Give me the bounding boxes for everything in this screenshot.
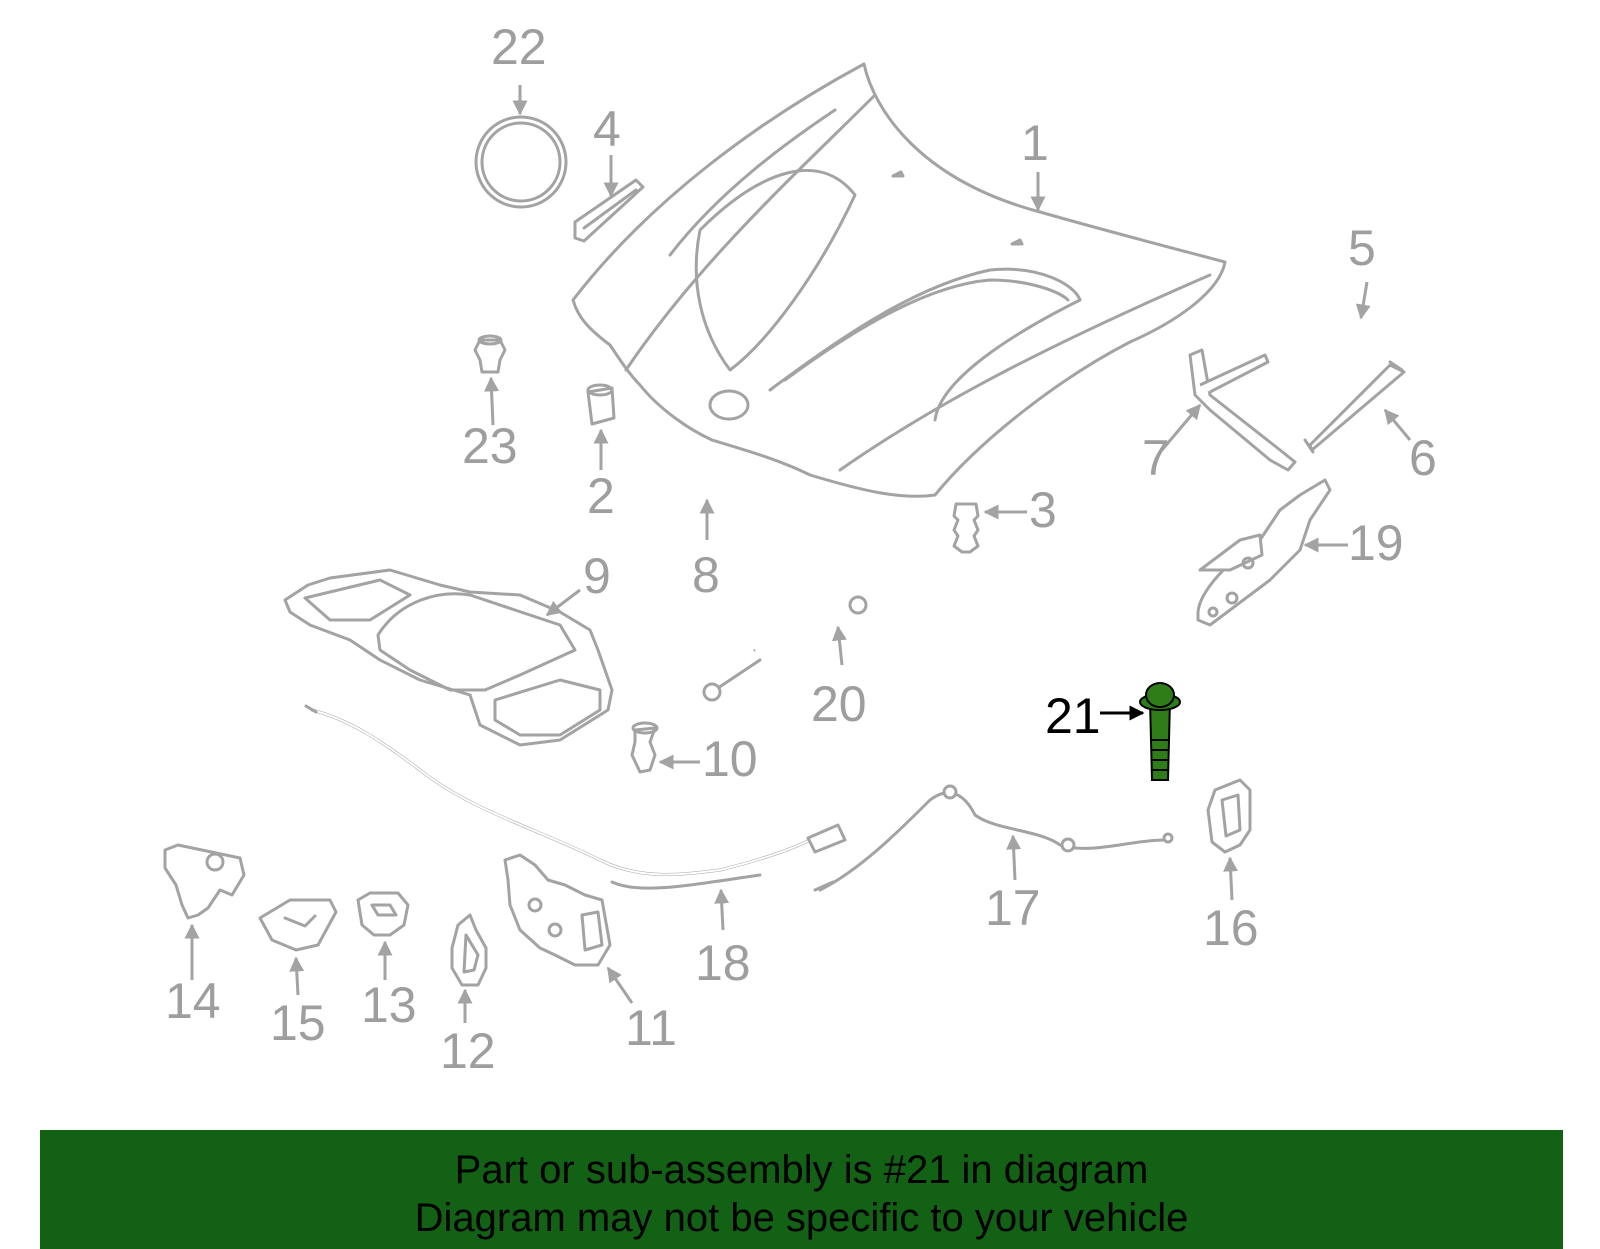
callout-19: 19: [1348, 515, 1404, 571]
part-18-release-cable[interactable]: [304, 704, 847, 890]
callout-labels: 22 4 1 5 7 6 23 2 8 3 19 9 20 21 10 17 1…: [165, 19, 1437, 1079]
part-12-handle[interactable]: [450, 913, 488, 987]
callout-6: 6: [1409, 430, 1437, 486]
info-banner: Part or sub-assembly is #21 in diagram D…: [40, 1130, 1563, 1249]
callout-12: 12: [440, 1023, 496, 1079]
callout-13: 13: [361, 977, 417, 1033]
part-17-cable[interactable]: [813, 784, 1174, 892]
part-10-clip[interactable]: [630, 721, 659, 774]
part-9-insulator[interactable]: [283, 568, 614, 747]
callout-23: 23: [462, 418, 518, 474]
part-8-seal-strip[interactable]: [648, 466, 794, 514]
callout-5: 5: [1348, 220, 1376, 276]
part-14-latch-bracket[interactable]: [163, 843, 246, 920]
callout-20: 20: [811, 676, 867, 732]
part-23-grommet[interactable]: [473, 334, 507, 374]
callout-17: 17: [985, 880, 1041, 936]
part-6-bracket[interactable]: [1303, 360, 1406, 454]
callout-10: 10: [702, 731, 758, 787]
part-4-molding[interactable]: [573, 178, 645, 243]
part-3-bumper-stop[interactable]: [952, 502, 980, 554]
part-19-hinge[interactable]: [1196, 478, 1332, 627]
leader-lines: [184, 85, 1412, 1023]
part-15-pad[interactable]: [258, 898, 338, 952]
callout-21: 21: [1045, 688, 1101, 744]
callout-3: 3: [1029, 482, 1057, 538]
callout-22: 22: [491, 19, 547, 75]
banner-line-1: Part or sub-assembly is #21 in diagram: [454, 1148, 1149, 1192]
part-20-gas-strut[interactable]: [702, 595, 868, 702]
callout-2: 2: [587, 468, 615, 524]
callout-8: 8: [692, 547, 720, 603]
callout-7: 7: [1142, 430, 1170, 486]
part-16-striker[interactable]: [1206, 778, 1252, 854]
part-5-rod[interactable]: [1275, 293, 1403, 348]
part-1-hood[interactable]: [571, 62, 1227, 498]
callout-16: 16: [1203, 900, 1259, 956]
callout-14: 14: [165, 973, 221, 1029]
callout-18: 18: [695, 935, 751, 991]
banner-line-2: Diagram may not be specific to your vehi…: [414, 1196, 1189, 1240]
part-13-cap[interactable]: [356, 891, 410, 937]
callout-4: 4: [593, 101, 621, 157]
callout-11: 11: [625, 1000, 677, 1056]
part-11-latch[interactable]: [503, 853, 612, 967]
part-2-bumper[interactable]: [586, 383, 616, 426]
part-22-seal-ring[interactable]: [474, 115, 568, 209]
callout-9: 9: [583, 548, 611, 604]
part-7-hinge-arm[interactable]: [1188, 348, 1297, 472]
part-21-bolt-highlighted[interactable]: [1139, 682, 1181, 781]
callout-15: 15: [270, 995, 326, 1051]
banner-background: [40, 1130, 1563, 1249]
callout-1: 1: [1021, 115, 1049, 171]
